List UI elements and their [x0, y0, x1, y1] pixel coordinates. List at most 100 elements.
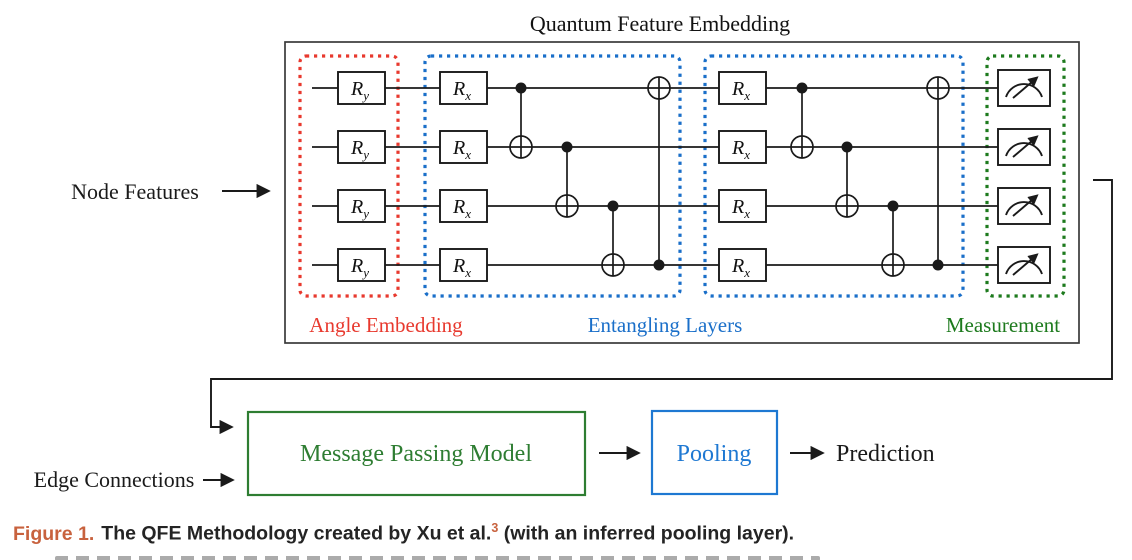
qfe-output-connector	[210, 179, 1113, 435]
gate-subscript: y	[361, 206, 369, 221]
gate-subscript: y	[361, 147, 369, 162]
rx-gate-label: Rx	[731, 78, 750, 103]
diagram-title: Quantum Feature Embedding	[530, 11, 790, 36]
edge-connections-label: Edge Connections	[34, 467, 195, 492]
cnot-ring-2	[790, 76, 950, 277]
cnot-control	[561, 141, 573, 153]
gate-symbol: R	[452, 196, 465, 218]
ry-gate-label: Ry	[350, 196, 369, 221]
gate-subscript: x	[464, 265, 471, 280]
cnot-target	[647, 76, 671, 100]
rx-gate-5	[718, 71, 767, 105]
caption-text-end: (with an inferred pooling layer).	[498, 522, 795, 545]
ry-gate-2	[337, 130, 386, 164]
rx-gate-column-2: Rx Rx Rx Rx	[718, 71, 767, 282]
cnot-control	[932, 259, 944, 271]
rx-gate-label: Rx	[452, 137, 471, 162]
gate-subscript: x	[743, 265, 750, 280]
message-passing-label: Message Passing Model	[300, 441, 532, 467]
gate-subscript: x	[743, 206, 750, 221]
rx-gate-6	[718, 130, 767, 164]
gate-symbol: R	[452, 137, 465, 159]
cnot-control	[887, 200, 899, 212]
measure-gate-3	[997, 187, 1051, 225]
gate-symbol: R	[452, 255, 465, 277]
ry-gate-4	[337, 248, 386, 282]
caption-citation-superscript[interactable]: 3	[491, 521, 499, 535]
ry-gate-3	[337, 189, 386, 223]
rx-gate-column-1: Rx Rx Rx Rx	[439, 71, 488, 282]
cnot-target	[509, 135, 533, 159]
rx-gate-label: Rx	[452, 196, 471, 221]
pooling-label: Pooling	[677, 441, 752, 467]
gate-subscript: x	[464, 147, 471, 162]
cnot-target	[555, 194, 579, 218]
gate-subscript: x	[743, 147, 750, 162]
cnot-control	[607, 200, 619, 212]
rx-gate-label: Rx	[731, 255, 750, 280]
rx-gate-label: Rx	[731, 137, 750, 162]
measurement-label: Measurement	[946, 313, 1060, 337]
rx-gate-8	[718, 248, 767, 282]
gate-subscript: x	[464, 88, 471, 103]
rx-gate-3	[439, 189, 488, 223]
pooling-box	[650, 409, 779, 496]
rx-gate-4	[439, 248, 488, 282]
entangling-layer-2-frame	[703, 54, 965, 298]
cnot-control	[796, 82, 808, 94]
ry-gate-1	[337, 71, 386, 105]
cnot-control	[515, 82, 527, 94]
meter-needle-icon	[1012, 194, 1039, 217]
gate-subscript: x	[743, 88, 750, 103]
gate-symbol: R	[350, 196, 363, 218]
caption-text: The QFE Methodology created by Xu et al.	[101, 522, 492, 545]
rx-gate-label: Rx	[731, 196, 750, 221]
gate-subscript: y	[361, 88, 369, 103]
cnot-target	[790, 135, 814, 159]
figure-number: Figure 1.	[13, 522, 95, 545]
meter-arc-icon	[1005, 83, 1043, 98]
cnot-ring-1	[509, 76, 671, 277]
gate-symbol: R	[350, 137, 363, 159]
gate-subscript: x	[464, 206, 471, 221]
meter-arc-icon	[1005, 142, 1043, 157]
angle-embedding-frame	[298, 54, 400, 298]
cnot-target	[601, 253, 625, 277]
meter-arc-icon	[1005, 260, 1043, 275]
meter-needle-icon	[1012, 76, 1039, 99]
gate-symbol: R	[350, 255, 363, 277]
ry-gate-label: Ry	[350, 137, 369, 162]
entangling-layers-label: Entangling Layers	[588, 313, 743, 337]
cnot-target	[881, 253, 905, 277]
ry-gate-column: Ry Ry Ry Ry	[337, 71, 386, 282]
rx-gate-label: Rx	[452, 78, 471, 103]
meter-needle-icon	[1012, 253, 1039, 276]
meter-needle-icon	[1012, 135, 1039, 158]
rx-gate-label: Rx	[452, 255, 471, 280]
clipped-next-caption-line	[55, 556, 820, 560]
rx-gate-2	[439, 130, 488, 164]
gate-symbol: R	[731, 137, 744, 159]
cnot-target	[926, 76, 950, 100]
cnot-control	[841, 141, 853, 153]
gate-subscript: y	[361, 265, 369, 280]
figure-caption: Figure 1. The QFE Methodology created by …	[13, 521, 1113, 546]
cnot-target	[835, 194, 859, 218]
message-passing-box	[246, 410, 587, 497]
cnot-control	[653, 259, 665, 271]
node-features-label: Node Features	[71, 179, 199, 204]
qfe-outer-frame	[284, 41, 1080, 344]
measurement-frame	[985, 54, 1066, 298]
prediction-label: Prediction	[836, 441, 935, 467]
gate-symbol: R	[731, 78, 744, 100]
gate-symbol: R	[452, 78, 465, 100]
gate-symbol: R	[731, 196, 744, 218]
measurement-column	[997, 69, 1051, 284]
gate-symbol: R	[731, 255, 744, 277]
entangling-layer-1-frame	[423, 54, 682, 298]
gate-symbol: R	[350, 78, 363, 100]
rx-gate-7	[718, 189, 767, 223]
angle-embedding-label: Angle Embedding	[309, 313, 463, 337]
